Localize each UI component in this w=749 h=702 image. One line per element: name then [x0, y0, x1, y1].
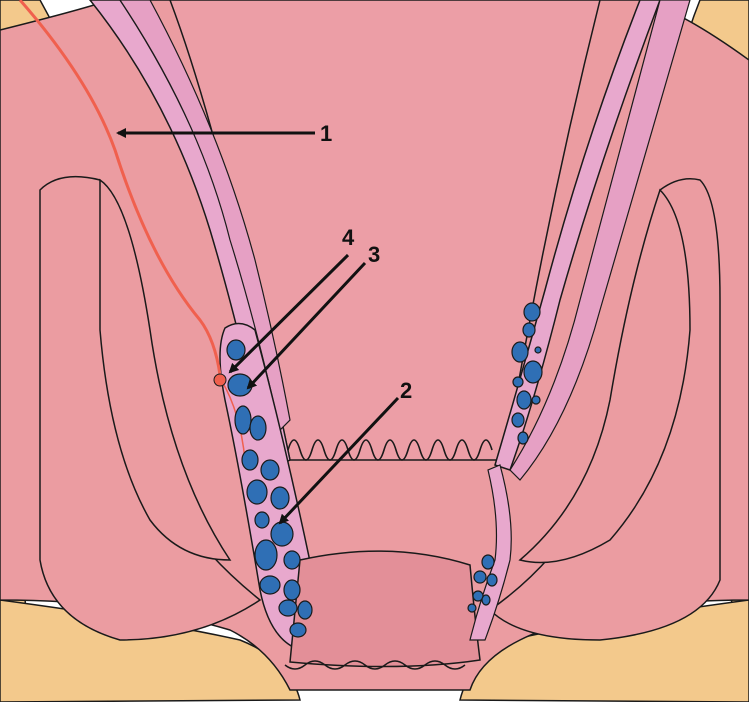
label-2: 2 — [400, 378, 412, 403]
label-1: 1 — [320, 121, 332, 146]
anal-canal — [290, 551, 480, 666]
label-4: 4 — [342, 225, 355, 250]
artery-node — [214, 374, 226, 386]
label-3: 3 — [368, 242, 380, 267]
